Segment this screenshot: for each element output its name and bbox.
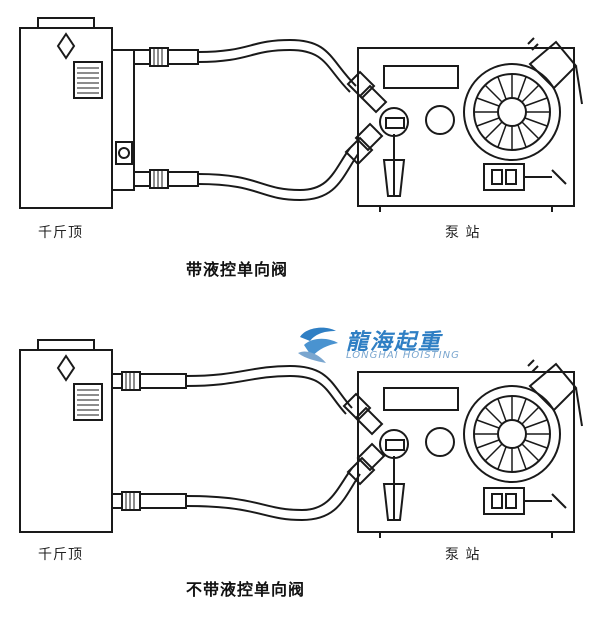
pressure-gauge-icon xyxy=(425,427,455,457)
jack-nameplate xyxy=(73,61,103,99)
hose-lower xyxy=(197,147,351,192)
power-plug-icon xyxy=(528,362,578,412)
jack-cap xyxy=(37,17,95,29)
watermark-title: 龍海起重 xyxy=(346,329,443,355)
motor-housing xyxy=(463,63,561,161)
longhai-watermark: 龍海起重 LONGHAI HOISTING xyxy=(296,323,476,367)
control-lever xyxy=(382,483,406,521)
jack-cap xyxy=(37,339,95,351)
motor-housing xyxy=(463,385,561,483)
pump-station-label: 泵 站 xyxy=(445,225,481,241)
jack-nameplate xyxy=(73,383,103,421)
hose-lower xyxy=(185,467,353,512)
jack-label: 千斤顶 xyxy=(38,547,83,563)
pump-station-body xyxy=(357,47,575,207)
check-valve-block xyxy=(111,49,135,191)
control-lever xyxy=(382,159,406,197)
switch-box xyxy=(483,487,525,515)
watermark-subtitle: LONGHAI HOISTING xyxy=(346,350,460,361)
jack-body xyxy=(19,27,113,209)
caption-with-check-valve: 带液控单向阀 xyxy=(186,260,289,279)
pump-station-label: 泵 站 xyxy=(445,547,481,563)
pump-display-window xyxy=(383,387,459,411)
pump-display-window xyxy=(383,65,459,89)
diagram-with-check-valve: 千斤顶 泵 站 带液控单向阀 xyxy=(0,0,600,300)
motor-fan-icon xyxy=(497,419,527,449)
hose-upper xyxy=(197,38,357,87)
diagram-without-check-valve: 千斤顶 泵 站 不带液控单向阀 xyxy=(0,330,600,617)
hydraulic-diagram-bottom xyxy=(19,339,583,538)
pump-station-body xyxy=(357,371,575,533)
longhai-logo-icon xyxy=(298,327,338,363)
pressure-gauge-icon xyxy=(425,105,455,135)
check-valve-pilot xyxy=(115,141,133,165)
motor-fan-icon xyxy=(497,97,527,127)
switch-box xyxy=(483,163,525,191)
hydraulic-diagram-top xyxy=(19,17,583,212)
jack-label: 千斤顶 xyxy=(38,225,83,241)
hose-upper xyxy=(185,364,353,409)
jack-body xyxy=(19,349,113,533)
jack-emblem-icon xyxy=(56,354,76,382)
caption-without-check-valve: 不带液控单向阀 xyxy=(186,580,306,599)
jack-emblem-icon xyxy=(56,32,76,60)
